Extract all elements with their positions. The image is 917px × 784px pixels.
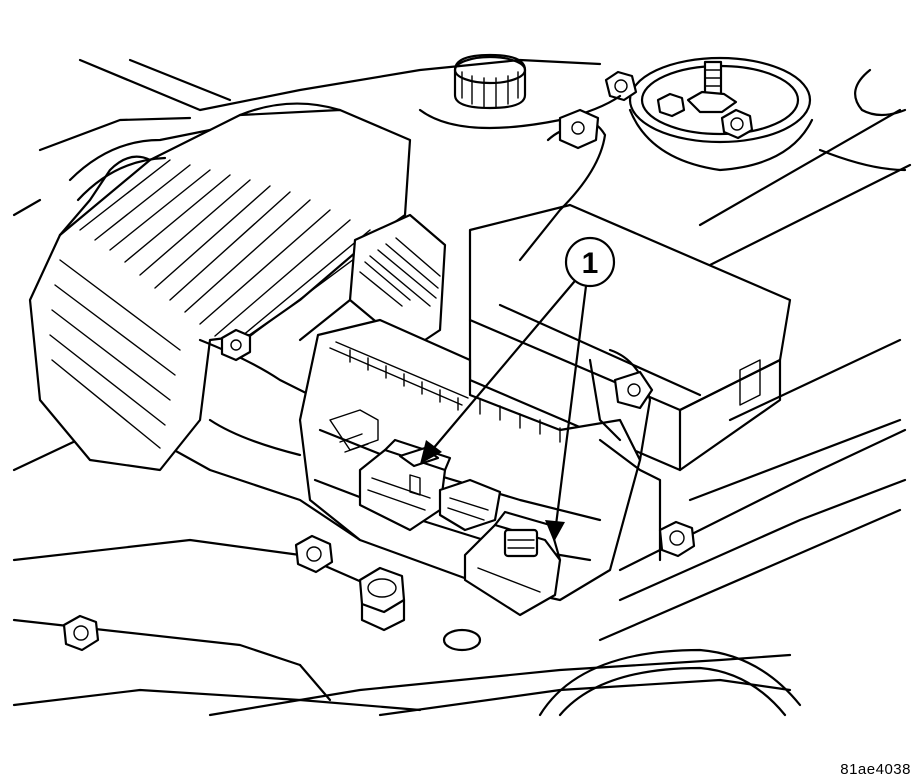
hex-nut-icon	[656, 92, 686, 118]
hex-nut-icon	[720, 108, 754, 140]
callout-1: 1	[420, 236, 616, 542]
strut-tower	[604, 56, 814, 172]
callout-arrow-left	[420, 280, 576, 464]
reservoir-cap	[418, 53, 622, 130]
hex-nut-icon	[604, 70, 638, 102]
large-bolt-icon	[358, 566, 406, 632]
connector-right	[463, 510, 562, 617]
mounting-bracket	[298, 213, 447, 352]
callout-number: 1	[582, 247, 599, 280]
engine-bay-outlines	[12, 58, 912, 717]
hex-bolt-icon	[658, 520, 696, 558]
bolt-icon	[220, 328, 252, 362]
figure-code: 81ae4038	[840, 761, 911, 778]
callout-arrow-right	[545, 284, 588, 542]
fasteners	[62, 520, 696, 652]
connector-middle	[438, 478, 502, 532]
hex-bolt-icon	[294, 534, 334, 574]
connector-left	[358, 438, 452, 532]
air-cleaner-housing	[28, 102, 412, 472]
hex-bolt-icon	[62, 614, 100, 652]
module-box	[468, 108, 792, 472]
